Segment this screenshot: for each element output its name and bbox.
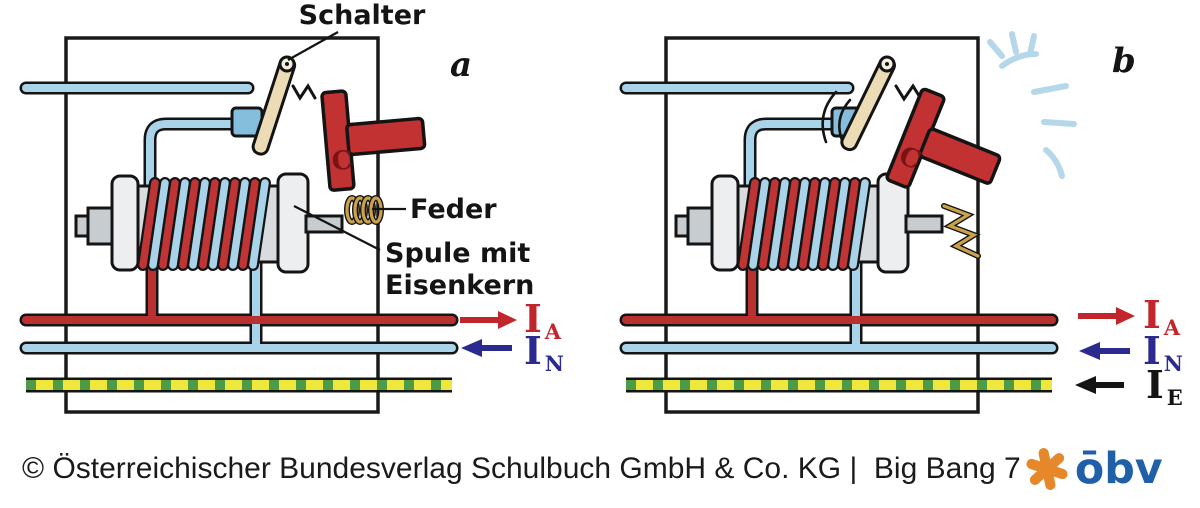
current-arrow-in-b [1079,342,1130,360]
arrow-head-right-icon [1116,307,1135,325]
spule-pointer-line [293,205,381,251]
circuit-breaker-diagram-canvas: C Schalter a Feder Spule mit Eisenkern [0,0,1183,430]
lever-pivot-dot-b [885,62,889,66]
arrow-head-left-icon [1079,342,1100,360]
copyright-text: © Österreichischer Bundesverlag Schulbuc… [22,452,1021,485]
schalter-label: Schalter [299,0,426,31]
diagram-a-group: C Schalter a Feder Spule mit Eisenkern [26,0,564,412]
feder-spring-a [344,195,384,225]
obv-logo: ōbv [1026,444,1163,494]
diagram-letter-a: a [450,45,472,85]
armature-hook-mark-a: C [330,146,353,178]
trip-armature-b: C [885,87,1002,189]
lever-pivot-dot-a [285,62,289,66]
arrow-head-left-icon [1075,376,1096,394]
spule-label-line1: Spule mit [385,238,530,269]
current-arrow-ie-b [1075,376,1124,394]
feder-label: Feder [410,194,497,225]
trip-armature-a: C [320,89,427,192]
diagram-letter-b: b [1112,41,1136,81]
footer: © Österreichischer Bundesverlag Schulbuc… [0,430,1200,508]
apparatus-b [626,38,1052,412]
current-arrow-ia-a [460,311,517,329]
current-arrow-in-a [461,339,512,357]
apparatus-a [26,38,452,412]
arrow-head-left-icon [461,339,482,357]
arrow-head-right-icon [498,311,517,329]
feder-spring-b [941,203,981,259]
logo-star-icon [1026,447,1068,491]
logo-text: ōbv [1075,444,1163,494]
latch-spring-icon-a [291,83,317,101]
latch-spring-icon-b [894,83,923,102]
armature-crossbar-a [345,116,427,157]
schalter-pointer-line [287,31,339,61]
lever-motion-arc-1 [838,98,852,142]
armature-crossbar-b [918,127,1002,185]
current-arrow-ia-b [1078,307,1135,325]
lever-motion-arc-2 [821,90,838,144]
spule-label-line2: Eisenkern [385,270,534,301]
motion-marks [987,31,1077,179]
